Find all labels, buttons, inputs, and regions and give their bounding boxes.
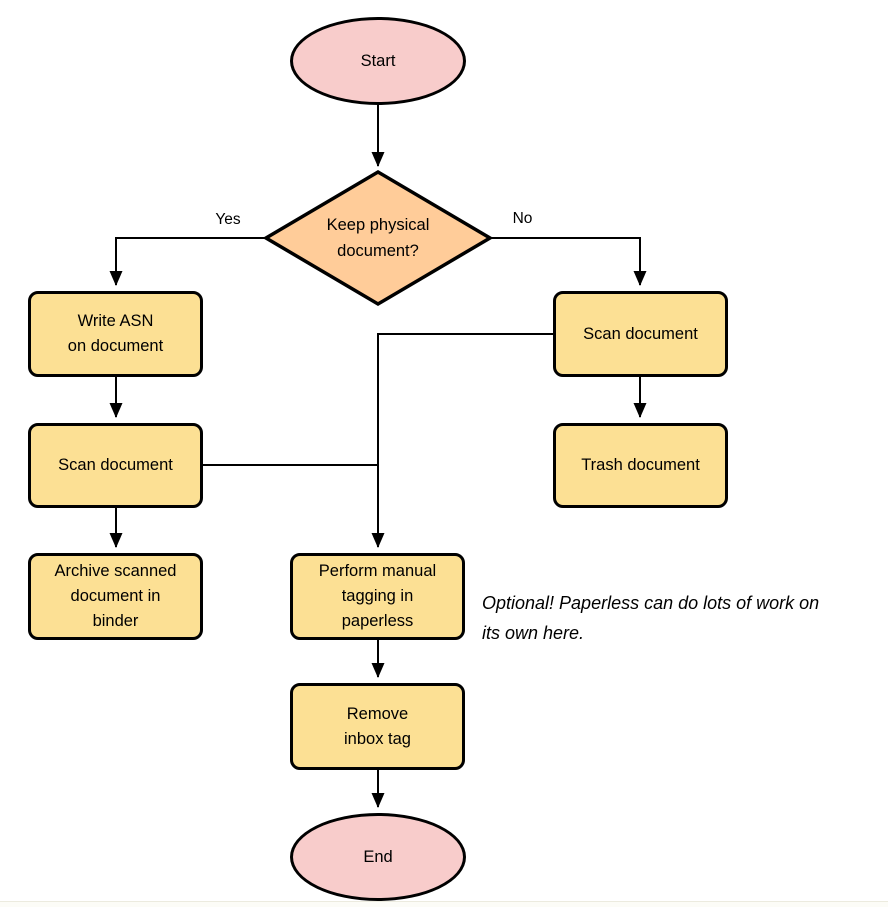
node-trash-document: Trash document — [553, 423, 728, 508]
edge-decision-no-to-scan-right — [490, 237, 647, 286]
decision-diamond-shape — [262, 169, 494, 307]
node-archive-binder: Archive scanned document in binder — [28, 553, 203, 640]
annotation-note: Optional! Paperless can do lots of work … — [482, 593, 820, 643]
node-end: End — [290, 813, 466, 901]
node-scan-document-left: Scan document — [28, 423, 203, 508]
edge-scan-right-to-tagging — [371, 333, 553, 548]
node-write-asn: Write ASN on document — [28, 291, 203, 377]
node-perform-manual-tagging: Perform manual tagging in paperless — [290, 553, 465, 640]
page-bottom-edge — [0, 901, 888, 907]
node-start: Start — [290, 17, 466, 105]
node-scan-document-right: Scan document — [553, 291, 728, 377]
node-remove-inbox-tag: Remove inbox tag — [290, 683, 465, 770]
edge-label-no: No — [512, 210, 533, 227]
edge-label-yes: Yes — [215, 211, 241, 228]
node-decision-label: Keep physical document? — [326, 216, 430, 260]
edge-decision-yes-to-write-asn — [109, 237, 266, 286]
